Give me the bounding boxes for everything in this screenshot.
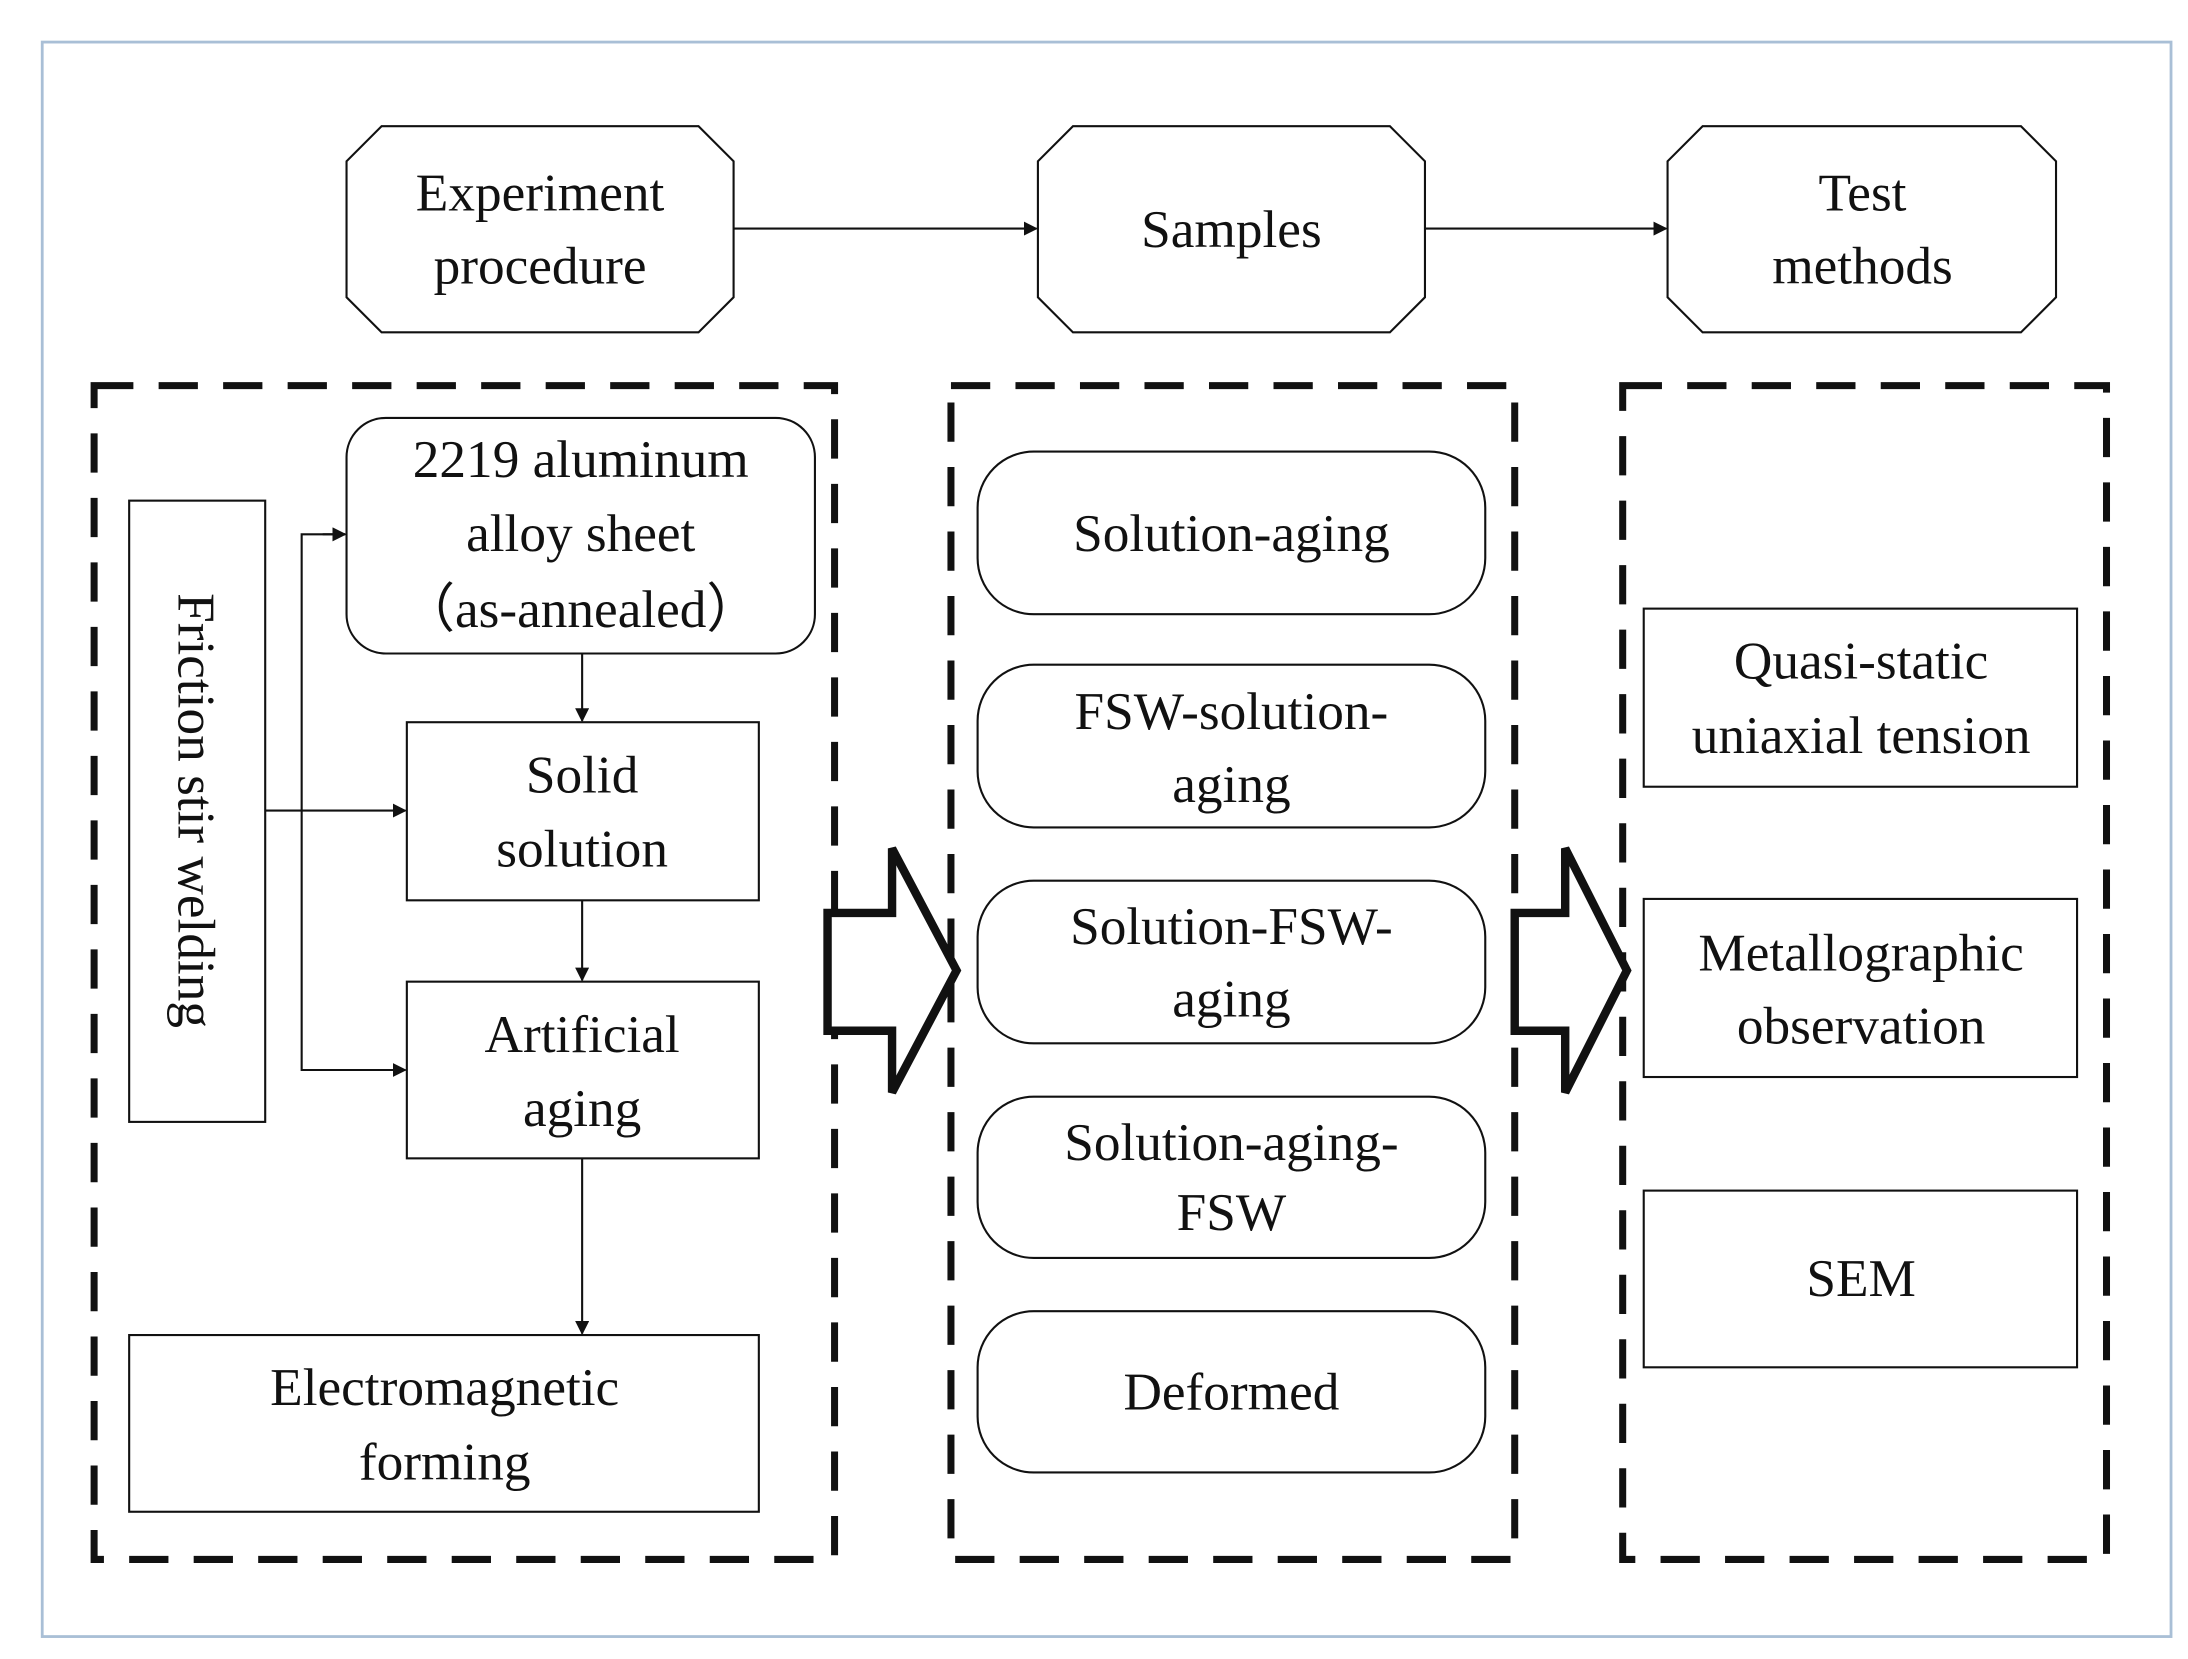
sample-solution-aging: Solution-aging xyxy=(976,450,1487,616)
box-solid-solution: Solid solution xyxy=(405,721,760,902)
sheet-line2: alloy sheet xyxy=(466,504,695,563)
box-fsw: Friction stir welding xyxy=(128,499,267,1123)
test-label: Metallographic xyxy=(1698,923,2023,982)
fsw-label: Friction stir welding xyxy=(166,593,225,1028)
sample-label: FSW xyxy=(1177,1183,1287,1242)
emf-line1: Electromagnetic xyxy=(270,1358,619,1417)
header-procedure-line2: procedure xyxy=(434,236,647,295)
sample-label: aging xyxy=(1172,970,1290,1029)
test-label: uniaxial tension xyxy=(1692,706,2031,765)
sample-fsw-solution-aging: FSW-solution- aging xyxy=(976,663,1487,829)
test-tension: Quasi-static uniaxial tension xyxy=(1642,607,2079,788)
sample-label: Solution-FSW- xyxy=(1070,897,1393,956)
sample-label: Solution-aging- xyxy=(1064,1113,1398,1172)
group-samples xyxy=(947,382,1519,1563)
header-tests-line2: methods xyxy=(1772,236,1953,295)
sample-label: Solution-aging xyxy=(1073,504,1390,563)
sample-label: Deformed xyxy=(1123,1362,1339,1421)
sample-label: aging xyxy=(1172,755,1290,814)
sample-deformed: Deformed xyxy=(976,1310,1487,1474)
sheet-line1: 2219 aluminum xyxy=(413,430,749,489)
header-tests-line1: Test xyxy=(1818,163,1906,222)
artificial-aging-line1: Artificial xyxy=(485,1005,680,1064)
solid-solution-line2: solution xyxy=(496,820,668,879)
solid-solution-line1: Solid xyxy=(526,745,639,804)
test-label: observation xyxy=(1737,996,1986,1055)
test-sem: SEM xyxy=(1642,1189,2079,1369)
header-samples-label: Samples xyxy=(1141,200,1322,259)
box-artificial-aging: Artificial aging xyxy=(405,980,760,1160)
sample-solution-aging-fsw: Solution-aging- FSW xyxy=(976,1095,1487,1259)
sheet-line3: （as-annealed） xyxy=(402,580,760,639)
header-tests: Test methods xyxy=(1666,125,2058,334)
outer-frame xyxy=(40,40,2173,1638)
sample-solution-fsw-aging: Solution-FSW- aging xyxy=(976,879,1487,1045)
test-label: SEM xyxy=(1806,1249,1916,1308)
header-procedure: Experiment procedure xyxy=(345,125,735,334)
header-samples: Samples xyxy=(1036,125,1427,334)
big-arrow-1 xyxy=(823,846,962,1095)
sample-label: FSW-solution- xyxy=(1075,682,1389,741)
artificial-aging-line2: aging xyxy=(523,1079,641,1138)
box-sheet: 2219 aluminum alloy sheet （as-annealed） xyxy=(345,416,816,655)
box-emf: Electromagnetic forming xyxy=(128,1334,760,1513)
header-procedure-line1: Experiment xyxy=(416,163,665,222)
emf-line2: forming xyxy=(359,1432,531,1491)
test-label: Quasi-static xyxy=(1734,632,1988,691)
procedure-connectors xyxy=(265,527,590,1336)
big-arrow-2 xyxy=(1510,846,1632,1095)
test-metallographic: Metallographic observation xyxy=(1642,897,2079,1079)
